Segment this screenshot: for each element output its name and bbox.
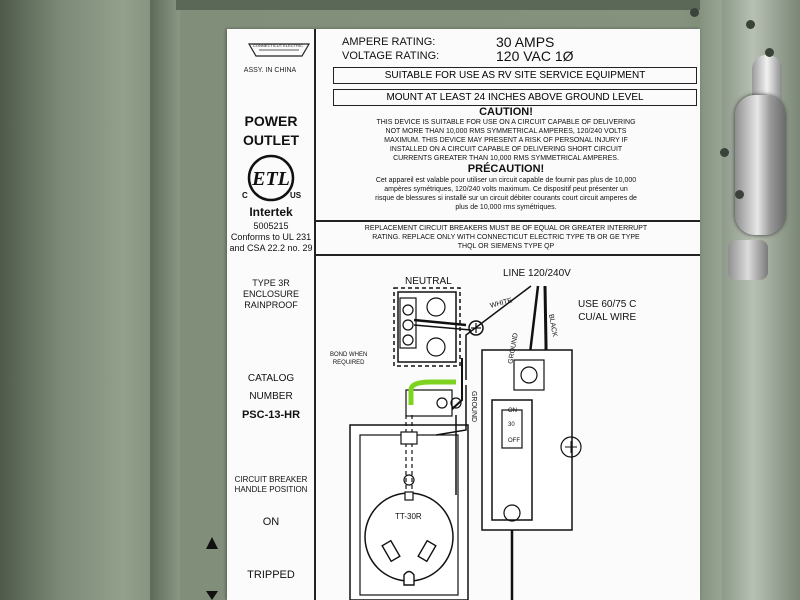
conformance-text: 5005215 Conforms to UL 231 and CSA 22.2 … (228, 221, 314, 254)
cert-left: C (242, 191, 248, 200)
mounting-hole-icon (765, 48, 774, 57)
screw-icon (402, 319, 414, 331)
wiring-diagram (349, 285, 582, 600)
screw-icon (402, 334, 414, 346)
screw-icon (520, 366, 538, 384)
wire-spec-line2: CU/AL WIRE (578, 312, 637, 323)
mounting-hole-icon (746, 20, 755, 29)
breaker-amp-label: 30 (508, 422, 515, 428)
mounting-hole-icon (735, 190, 744, 199)
handle-tripped-label: TRIPPED (247, 569, 295, 581)
breaker-line2: HANDLE POSITION (234, 485, 308, 494)
product-title-line2: OUTLET (243, 132, 299, 148)
conforms-line2: and CSA 22.2 no. 29 (229, 243, 313, 253)
receptacle-label: TT-30R (395, 512, 422, 521)
bond-line1: BOND WHEN (330, 352, 368, 358)
ampere-rating-value: 30 AMPS (496, 34, 555, 50)
door-edge (150, 0, 180, 600)
breaker-handle-heading: CIRCUIT BREAKER HANDLE POSITION (228, 475, 314, 495)
hinge-bracket (728, 240, 768, 280)
screw-icon (403, 474, 415, 486)
arrow-down-icon (206, 591, 218, 600)
ground-terminal-label: GROUND (470, 390, 478, 423)
precaution-line: Cet appareil est valable pour utiliser u… (375, 177, 637, 184)
voltage-rating-key: VOLTAGE RATING: (342, 50, 440, 62)
handle-on-label: ON (262, 516, 280, 528)
logo-text: CONNECTICUT ELECTRIC (253, 43, 303, 48)
caution-line: MAXIMUM. THIS DEVICE MAY PRESENT A RISK … (384, 137, 628, 144)
screw-icon (436, 397, 448, 409)
enclosure-top-lip (176, 0, 716, 10)
enclosure-door (0, 0, 176, 600)
caution-line: NOT MORE THAN 10,000 RMS SYMMETRICAL AMP… (385, 128, 627, 135)
mounting-hole-icon (720, 148, 729, 157)
catalog-label: CATALOG NUMBER (247, 373, 295, 402)
receptacle-face (364, 492, 454, 582)
breaker-line1: CIRCUIT BREAKER (234, 475, 308, 484)
brand-logo-icon (247, 43, 311, 57)
breaker-off-label: OFF (508, 438, 520, 444)
voltage-rating-value: 120 VAC 1Ø (496, 48, 574, 64)
enclosure-line2: RAINPROOF (244, 300, 298, 310)
precaution-line: plus de 10,000 rms symétriques. (455, 204, 557, 211)
screw-icon (560, 436, 582, 458)
caution-body: THIS DEVICE IS SUITABLE FOR USE ON A CIR… (318, 118, 694, 163)
conforms-line1: Conforms to UL 231 (230, 232, 312, 242)
product-title-line1: POWER (244, 113, 298, 129)
precaution-line: ampères symétriques, 120/240 volts maxim… (384, 186, 628, 193)
replacement-line: REPLACEMENT CIRCUIT BREAKERS MUST BE OF … (364, 225, 648, 232)
precaution-line: risque de blessures si installé sur un c… (375, 195, 637, 202)
enclosure-type: TYPE 3R ENCLOSURE RAINPROOF (228, 278, 314, 311)
section-divider (316, 254, 700, 256)
bond-line2: REQUIRED (332, 360, 365, 366)
label-divider (314, 29, 316, 600)
caution-line: THIS DEVICE IS SUITABLE FOR USE ON A CIR… (376, 119, 636, 126)
cert-number: 5005215 (253, 221, 289, 231)
section-divider (316, 220, 700, 222)
cert-mark: ETL (251, 168, 290, 190)
replacement-notice: REPLACEMENT CIRCUIT BREAKERS MUST BE OF … (318, 224, 694, 251)
catalog-number: PSC-13-HR (241, 409, 301, 421)
mounting-hole-icon (690, 8, 699, 17)
screw-icon (402, 304, 414, 316)
replacement-line: RATING. REPLACE ONLY WITH CONNECTICUT EL… (372, 234, 640, 241)
breaker-handle (501, 409, 523, 449)
ampere-rating-key: AMPERE RATING: (342, 36, 436, 48)
enclosure-line1: TYPE 3R ENCLOSURE (242, 278, 299, 299)
ground-wire (408, 379, 456, 405)
rv-notice: SUITABLE FOR USE AS RV SITE SERVICE EQUI… (333, 67, 697, 84)
wire-spec-line1: USE 60/75 C (578, 299, 637, 310)
screw-icon (450, 397, 462, 409)
neutral-label: NEUTRAL (405, 276, 452, 287)
latch-hinge (735, 95, 785, 235)
catalog-block: CATALOG NUMBER PSC-13-HR (228, 370, 314, 425)
etl-certification-icon: ETL C US (242, 154, 302, 202)
mount-notice: MOUNT AT LEAST 24 INCHES ABOVE GROUND LE… (333, 89, 697, 106)
wire-spec: USE 60/75 C CU/AL WIRE (578, 298, 636, 324)
arrow-up-icon (206, 537, 218, 549)
precaution-heading: PRÉCAUTION! (467, 163, 545, 175)
caution-heading: CAUTION! (479, 106, 533, 118)
caution-line: INSTALLED ON A CIRCUIT CAPABLE OF DELIVE… (389, 146, 623, 153)
product-title: POWER OUTLET (228, 112, 314, 150)
bond-note: BOND WHEN REQUIRED (330, 351, 367, 367)
caution-line: CURRENTS GREATER THAN 10,000 RMS SYMMETR… (393, 155, 619, 162)
breaker-on-label: ON (508, 408, 517, 414)
assembly-origin: ASSY. IN CHINA (243, 67, 297, 74)
replacement-line: THQL OR SIEMENS TYPE QP (457, 243, 555, 250)
screw-icon (503, 504, 521, 522)
line-label: LINE 120/240V (503, 268, 571, 279)
cert-right: US (290, 191, 302, 200)
precaution-body: Cet appareil est valable pour utiliser u… (318, 176, 694, 212)
cert-brand: Intertek (249, 205, 293, 219)
